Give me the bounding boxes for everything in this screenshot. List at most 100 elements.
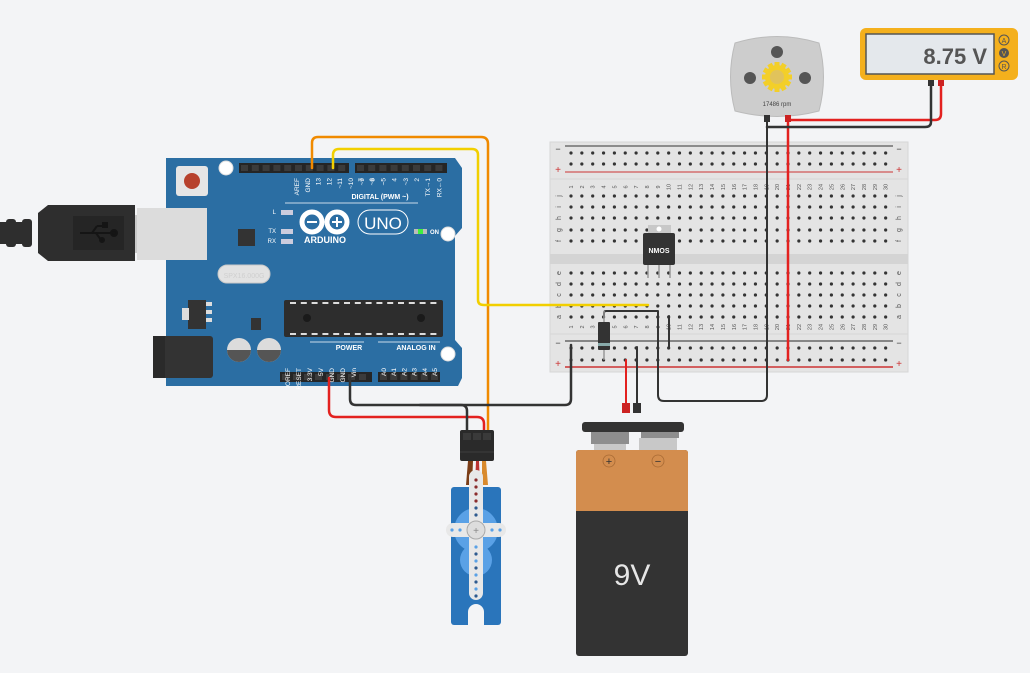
rail-hole[interactable] (667, 162, 671, 166)
breadboard-hole[interactable] (699, 216, 703, 220)
rail-hole[interactable] (732, 346, 736, 350)
breadboard-hole[interactable] (721, 194, 725, 198)
breadboard-hole[interactable] (721, 216, 725, 220)
breadboard-hole[interactable] (851, 282, 855, 286)
header-socket[interactable] (348, 374, 355, 380)
breadboard-hole[interactable] (873, 228, 877, 232)
rail-hole[interactable] (808, 346, 812, 350)
rail-hole[interactable] (840, 162, 844, 166)
breadboard-hole[interactable] (569, 315, 573, 319)
breadboard-hole[interactable] (688, 194, 692, 198)
breadboard-hole[interactable] (710, 315, 714, 319)
breadboard-hole[interactable] (580, 293, 584, 297)
breadboard-hole[interactable] (710, 239, 714, 243)
rail-hole[interactable] (591, 358, 595, 362)
rail-hole[interactable] (677, 151, 682, 155)
servo-motor[interactable]: + (446, 430, 506, 625)
breadboard-hole[interactable] (612, 194, 617, 198)
breadboard-hole[interactable] (840, 304, 844, 308)
breadboard-hole[interactable] (699, 228, 703, 232)
breadboard-hole[interactable] (601, 216, 606, 220)
header-socket[interactable] (273, 165, 281, 171)
breadboard-hole[interactable] (775, 205, 779, 209)
rail-hole[interactable] (667, 358, 671, 362)
breadboard-hole[interactable] (667, 282, 671, 286)
breadboard-hole[interactable] (753, 304, 758, 308)
breadboard-hole[interactable] (699, 315, 703, 319)
breadboard-hole[interactable] (591, 239, 595, 243)
breadboard-hole[interactable] (743, 282, 747, 286)
header-socket[interactable] (400, 374, 408, 380)
breadboard-hole[interactable] (840, 271, 844, 275)
breadboard-hole[interactable] (753, 239, 758, 243)
rail-hole[interactable] (743, 358, 747, 362)
rail-hole[interactable] (862, 358, 866, 362)
rail-hole[interactable] (612, 358, 617, 362)
breadboard-hole[interactable] (601, 282, 606, 286)
breadboard-hole[interactable] (623, 315, 627, 319)
rail-hole[interactable] (753, 151, 758, 155)
header-socket[interactable] (413, 165, 420, 171)
breadboard-hole[interactable] (840, 216, 844, 220)
breadboard-hole[interactable] (884, 315, 888, 319)
header-socket[interactable] (390, 374, 398, 380)
breadboard-hole[interactable] (645, 315, 649, 319)
rail-hole[interactable] (645, 358, 649, 362)
breadboard-hole[interactable] (818, 293, 823, 297)
breadboard-hole[interactable] (601, 239, 606, 243)
breadboard-hole[interactable] (656, 293, 660, 297)
rail-hole[interactable] (818, 346, 823, 350)
breadboard-hole[interactable] (623, 194, 627, 198)
breadboard-hole[interactable] (851, 239, 855, 243)
rail-hole[interactable] (656, 162, 660, 166)
breadboard-hole[interactable] (688, 315, 692, 319)
breadboard-hole[interactable] (851, 228, 855, 232)
breadboard-hole[interactable] (829, 293, 834, 297)
breadboard-hole[interactable] (623, 216, 627, 220)
battery-9v[interactable]: + − 9V (576, 403, 688, 656)
breadboard-hole[interactable] (753, 194, 758, 198)
breadboard-hole[interactable] (667, 194, 671, 198)
rail-hole[interactable] (623, 151, 627, 155)
breadboard-hole[interactable] (873, 293, 877, 297)
breadboard-hole[interactable] (580, 228, 584, 232)
breadboard-hole[interactable] (732, 271, 736, 275)
wire-red-multimeter[interactable] (786, 82, 943, 122)
rail-hole[interactable] (721, 358, 725, 362)
rail-hole[interactable] (884, 358, 888, 362)
rail-hole[interactable] (612, 162, 617, 166)
breadboard-hole[interactable] (862, 304, 866, 308)
breadboard-hole[interactable] (732, 205, 736, 209)
breadboard-hole[interactable] (873, 239, 877, 243)
rail-hole[interactable] (699, 151, 703, 155)
rail-hole[interactable] (829, 358, 834, 362)
breadboard-hole[interactable] (656, 216, 660, 220)
rail-hole[interactable] (710, 162, 714, 166)
rail-hole[interactable] (797, 346, 801, 350)
breadboard-hole[interactable] (851, 216, 855, 220)
breadboard-hole[interactable] (732, 239, 736, 243)
rail-hole[interactable] (753, 346, 758, 350)
breadboard-hole[interactable] (656, 282, 660, 286)
header-socket[interactable] (424, 165, 432, 171)
rail-hole[interactable] (829, 162, 834, 166)
breadboard-hole[interactable] (677, 315, 682, 319)
rail-hole[interactable] (753, 162, 758, 166)
breadboard-hole[interactable] (591, 293, 595, 297)
rail-hole[interactable] (753, 358, 758, 362)
header-socket[interactable] (295, 165, 302, 171)
nmos-transistor[interactable]: NMOS (643, 225, 675, 278)
breadboard-hole[interactable] (797, 216, 801, 220)
rail-hole[interactable] (797, 358, 801, 362)
breadboard-hole[interactable] (710, 216, 714, 220)
rail-hole[interactable] (829, 346, 834, 350)
breadboard-hole[interactable] (601, 194, 606, 198)
rail-hole[interactable] (688, 151, 692, 155)
rail-hole[interactable] (808, 358, 812, 362)
rail-hole[interactable] (580, 162, 584, 166)
breadboard-hole[interactable] (634, 228, 638, 232)
breadboard-hole[interactable] (699, 239, 703, 243)
rail-hole[interactable] (797, 162, 801, 166)
breadboard-hole[interactable] (829, 228, 834, 232)
breadboard-hole[interactable] (677, 239, 682, 243)
